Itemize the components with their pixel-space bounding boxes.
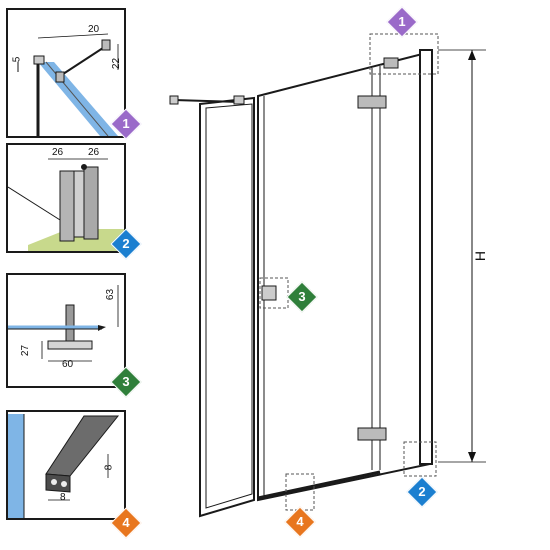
detail4-dim-bottom: 8 [60,492,66,503]
detail-panel-1: 20 5 22 [6,8,126,138]
badge-3-main-number: 3 [298,289,306,304]
badge-4-detail-number: 4 [122,515,130,530]
badge-1-main-number: 1 [398,14,406,29]
badge-2-main-number: 2 [418,484,426,499]
detail2-dim-left: 26 [52,147,64,158]
badge-3-detail-number: 3 [122,374,130,389]
bottom-seal-detail-drawing [8,414,120,518]
corner-profile-detail-drawing [8,158,124,251]
badge-2-detail-number: 2 [122,236,130,251]
detail1-dim-top: 20 [88,24,100,35]
badge-4-main-number: 4 [296,514,304,529]
detail-panel-4: 8 8 [6,410,126,520]
height-dimension-label: H [472,250,489,262]
detail-panel-2: 26 26 [6,143,126,253]
badge-1-detail-number: 1 [122,116,130,131]
detail-panel-3: 63 27 60 [6,273,126,388]
detail3-dim-bottom: 60 [62,359,74,370]
detail2-dim-right: 26 [88,147,100,158]
handle-detail-drawing [8,285,119,362]
wall-bracket-detail-drawing [17,33,119,136]
